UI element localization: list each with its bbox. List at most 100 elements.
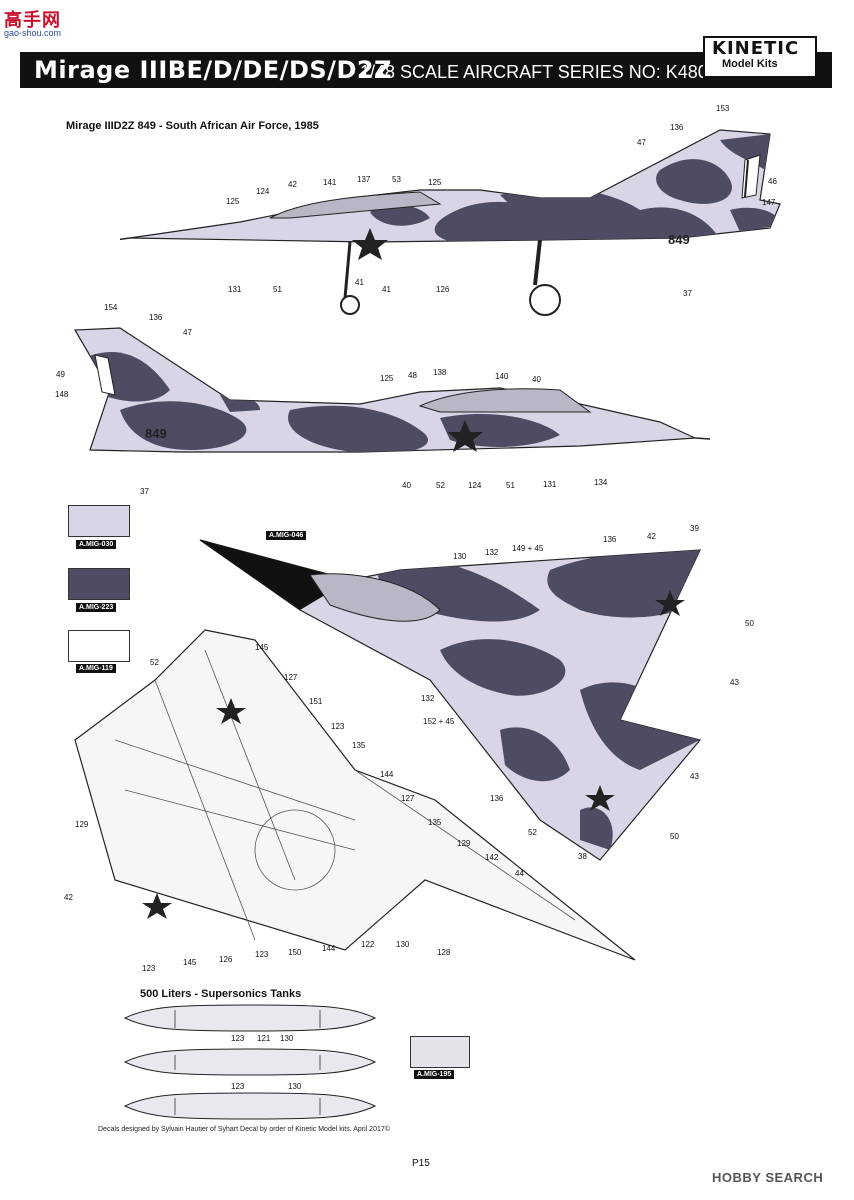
callout: 123 xyxy=(231,1034,245,1043)
serial-side1: 849 xyxy=(668,232,690,247)
landing-gear-side1 xyxy=(340,239,561,316)
callout: 123 xyxy=(255,950,269,959)
paint-label-mig030: A.MIG-030 xyxy=(76,540,117,549)
callout: 144 xyxy=(380,770,394,779)
callout: 122 xyxy=(361,940,375,949)
callout: 40 xyxy=(532,375,541,384)
callout: 48 xyxy=(408,371,417,380)
side-view-right: 849 xyxy=(73,327,711,453)
callout: 151 xyxy=(309,697,323,706)
callout: 50 xyxy=(670,832,679,841)
callout: 136 xyxy=(603,535,617,544)
callout: 150 xyxy=(288,948,302,957)
hobby-search-watermark: HOBBY SEARCH xyxy=(712,1170,824,1185)
callout: 129 xyxy=(457,839,471,848)
nose-anti-glare-top xyxy=(200,540,350,610)
tank-2 xyxy=(123,1048,377,1076)
brand-logo: KINETIC xyxy=(712,38,800,59)
tank-1 xyxy=(123,1004,377,1032)
callout: 41 xyxy=(382,285,391,294)
callout: 125 xyxy=(428,178,442,187)
callout: 127 xyxy=(284,673,298,682)
callout: 125 xyxy=(226,197,240,206)
callout: 47 xyxy=(183,328,192,337)
roundel-bottom-1 xyxy=(216,698,246,724)
callout: 144 xyxy=(322,944,336,953)
callout: 52 xyxy=(528,828,537,837)
callout: 52 xyxy=(436,481,445,490)
tail-flag-side2 xyxy=(94,354,116,396)
callout: 130 xyxy=(396,940,410,949)
top-view xyxy=(199,539,702,861)
series-number: 1/48 SCALE AIRCRAFT SERIES NO: K48054 xyxy=(360,62,728,82)
callout: 140 xyxy=(495,372,509,381)
callout: 153 xyxy=(716,104,730,113)
callout: 126 xyxy=(436,285,450,294)
decal-credits: Decals designed by Sylvain Hautier of Sy… xyxy=(98,1126,390,1133)
side-view-left: 849 xyxy=(120,129,781,316)
callout: 125 xyxy=(380,374,394,383)
callout: 136 xyxy=(670,123,684,132)
callout: 152 + 45 xyxy=(423,717,455,726)
callout: 145 xyxy=(255,643,269,652)
callout: 124 xyxy=(468,481,482,490)
callout: 132 xyxy=(485,548,499,557)
callout: 46 xyxy=(768,177,777,186)
callout: 42 xyxy=(64,893,73,902)
callout: 37 xyxy=(683,289,692,298)
roundel-bottom-2 xyxy=(142,893,172,919)
callout: 37 xyxy=(140,487,149,496)
callout: 130 xyxy=(280,1034,294,1043)
callout: 43 xyxy=(690,772,699,781)
callout: 130 xyxy=(453,552,467,561)
callout: 135 xyxy=(428,818,442,827)
callout: 44 xyxy=(515,869,524,878)
callout: 148 xyxy=(55,390,69,399)
callout: 127 xyxy=(401,794,415,803)
callout: 142 xyxy=(485,853,499,862)
callout: 43 xyxy=(730,678,739,687)
callout: 39 xyxy=(690,524,699,533)
roundel-side1 xyxy=(352,228,388,260)
paint-swatch-mig030 xyxy=(68,505,130,537)
callout: 129 xyxy=(75,820,89,829)
callout: 147 xyxy=(762,198,776,207)
callout: 128 xyxy=(437,948,451,957)
paint-label-mig046: A.MIG-046 xyxy=(266,531,307,540)
canopy-side2 xyxy=(418,388,592,413)
callout: 130 xyxy=(288,1082,302,1091)
brand-subtitle: Model Kits xyxy=(722,58,778,70)
drop-tanks xyxy=(123,1004,377,1120)
callout: 132 xyxy=(421,694,435,703)
tank-3 xyxy=(123,1092,377,1120)
callout: 51 xyxy=(506,481,515,490)
callout: 124 xyxy=(256,187,270,196)
callout: 136 xyxy=(149,313,163,322)
airframe-bottom xyxy=(74,629,636,961)
callout: 47 xyxy=(637,138,646,147)
bottom-view xyxy=(74,629,636,961)
callout: 136 xyxy=(490,794,504,803)
callout: 154 xyxy=(104,303,118,312)
callout: 42 xyxy=(647,532,656,541)
paint-swatch-mig195 xyxy=(410,1036,470,1068)
callout: 50 xyxy=(745,619,754,628)
paint-swatch-mig119 xyxy=(68,630,130,662)
paint-label-mig195: A.MIG-195 xyxy=(414,1070,455,1079)
scheme-title: Mirage IIID2Z 849 - South African Air Fo… xyxy=(66,120,319,132)
page-title: Mirage IIIBE/D/DE/DS/D2Z xyxy=(34,56,392,84)
callout: 131 xyxy=(228,285,242,294)
callout: 137 xyxy=(357,175,371,184)
callout: 135 xyxy=(352,741,366,750)
callout: 141 xyxy=(323,178,337,187)
paint-swatch-mig223 xyxy=(68,568,130,600)
callout: 126 xyxy=(219,955,233,964)
callout: 40 xyxy=(402,481,411,490)
page-number: P15 xyxy=(412,1158,430,1169)
roundel-top-1 xyxy=(655,590,685,616)
callout: 134 xyxy=(594,478,608,487)
callout: 52 xyxy=(150,658,159,667)
canopy-top xyxy=(309,573,441,622)
canopy-side1 xyxy=(269,191,442,219)
callout: 131 xyxy=(543,480,557,489)
